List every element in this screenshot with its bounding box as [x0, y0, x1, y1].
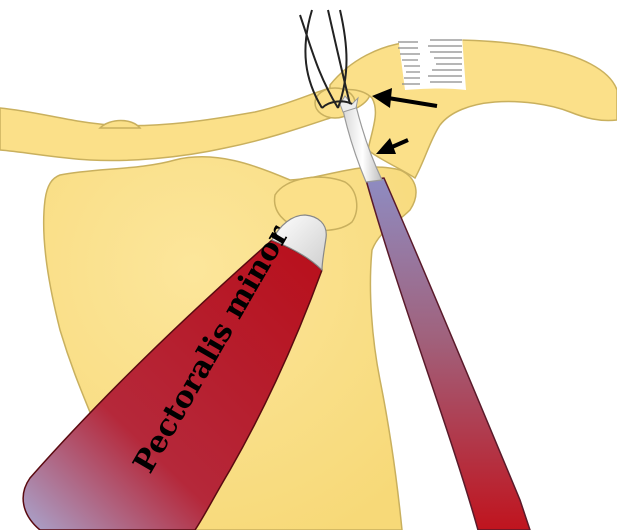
- conoid-tubercle: [100, 121, 140, 129]
- resection-hatching: [398, 32, 466, 91]
- clavicle: [0, 86, 370, 160]
- acromion: [330, 40, 617, 178]
